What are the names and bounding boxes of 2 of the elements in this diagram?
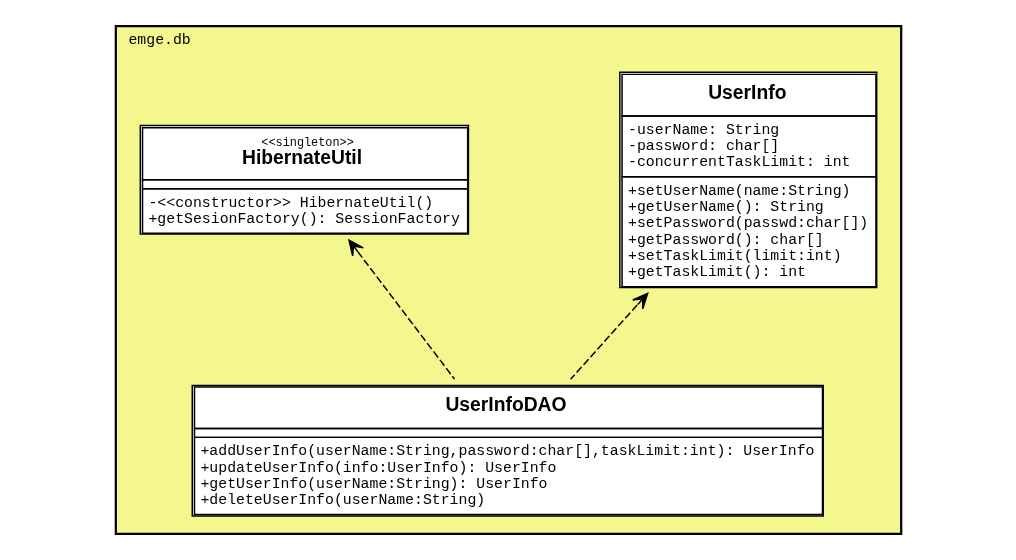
- arrow: [569, 292, 648, 380]
- arrow: [347, 239, 455, 380]
